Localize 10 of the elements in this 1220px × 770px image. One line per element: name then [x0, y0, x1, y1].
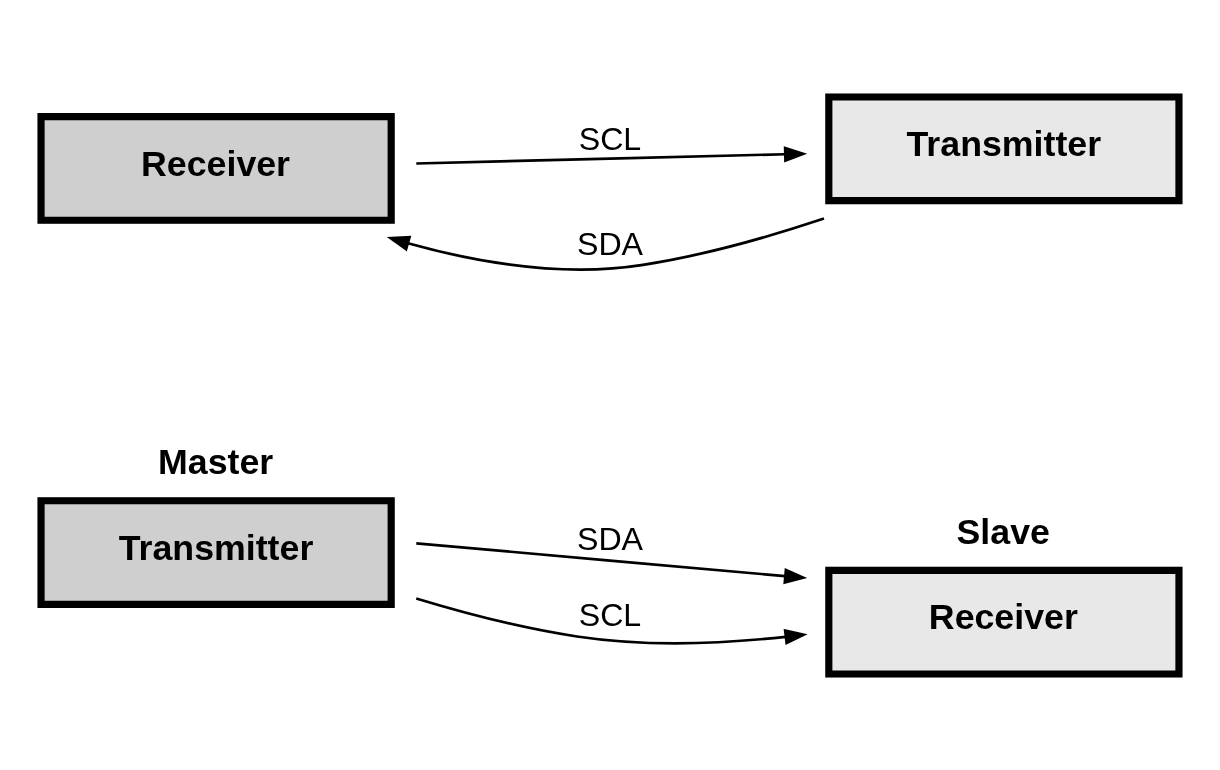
node-label: Slave: [956, 511, 1050, 552]
edge-label: SDA: [576, 520, 644, 557]
edge-label: SDA: [576, 225, 644, 262]
arrow: [416, 145, 808, 165]
arrow: [416, 541, 808, 584]
edge-label: SCL: [578, 120, 642, 157]
arrow: [386, 216, 825, 271]
node-label: Master: [158, 441, 274, 482]
arrow: [415, 596, 808, 645]
edge-label: SCL: [578, 596, 642, 633]
